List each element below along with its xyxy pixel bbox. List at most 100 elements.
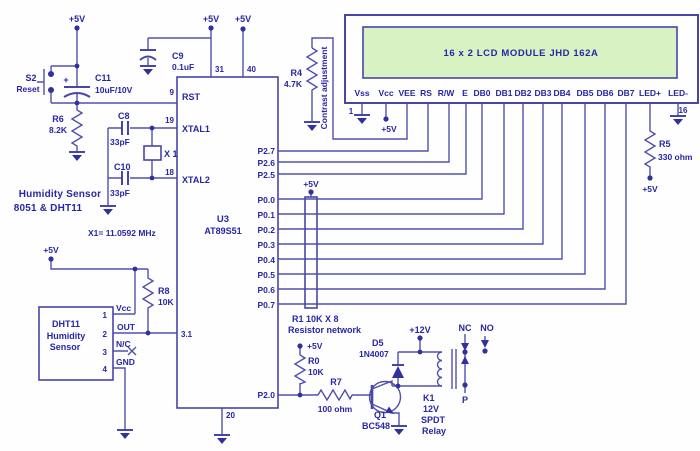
pin-p2-7: P2.7 (258, 146, 276, 156)
d5-part: 1N4007 (359, 349, 389, 359)
mcu-u3: U3 AT89S51 9 RST 19 XTAL1 18 XTAL2 31 40… (165, 65, 279, 420)
relay-no-contact (482, 348, 488, 354)
mcu-body (176, 76, 279, 409)
lcd-screen (362, 26, 678, 79)
pin-p0-1: P0.1 (258, 210, 276, 220)
wire-p20-net (278, 348, 372, 396)
r7-ref: R7 (330, 377, 342, 387)
lcd-pin-db5: DB5 (576, 88, 593, 98)
pin-xtal2: XTAL2 (182, 175, 210, 185)
switch-contact (48, 87, 54, 93)
dht11-pin-out: OUT (117, 322, 136, 332)
c9-ref: C9 (172, 51, 184, 61)
resistor-r4-symbol (305, 47, 319, 122)
r4-ref: R4 (290, 68, 302, 78)
ground-icon (100, 205, 116, 215)
lcd-outline (344, 14, 699, 104)
relay-no-label: NO (480, 323, 494, 333)
p5v-label: +5V (69, 14, 85, 24)
pin-xtal1: XTAL1 (182, 124, 210, 134)
wire-reset-net (50, 28, 177, 104)
emitter-arrowhead (385, 406, 394, 414)
wire-dht11-net (50, 259, 177, 430)
wire-relay-net (392, 338, 442, 387)
p12v-label: +12V (409, 325, 430, 335)
lcd-pin-e: E (462, 88, 468, 98)
pin-num-40: 40 (247, 65, 256, 74)
r8-ref: R8 (158, 286, 170, 296)
mcu-part: AT89S51 (204, 226, 241, 236)
pin-num-31: 31 (215, 65, 224, 74)
s2-label: Reset (16, 84, 39, 94)
s2-ref: S2 (25, 73, 36, 83)
r6-ref: R6 (52, 114, 64, 124)
pin-num-19: 19 (165, 116, 174, 125)
capacitor-c9-symbol (139, 49, 157, 61)
c8-ref: C8 (118, 111, 130, 121)
pin-p0-6: P0.6 (258, 285, 276, 295)
nc-arrowhead (461, 343, 469, 351)
dot (417, 335, 423, 341)
dht11-pin-num-1: 1 (103, 311, 108, 320)
pin-num-9: 9 (170, 88, 175, 97)
pin-3-1: 3.1 (181, 330, 193, 339)
dot (208, 25, 214, 31)
mcu-ref: U3 (217, 214, 229, 225)
lcd-pin-db4: DB4 (553, 88, 570, 98)
pin-num-20: 20 (226, 411, 235, 420)
pin-p0-3: P0.3 (258, 240, 276, 250)
caption-line1: Humidity Sensor (19, 189, 101, 200)
lcd-pin-ledm: LED- (668, 88, 688, 98)
lcd-pin-vee: VEE (398, 88, 415, 98)
wire-c9-net (147, 28, 212, 77)
resistor-network-r1 (304, 196, 318, 309)
ground-icon (391, 425, 407, 435)
dot (647, 175, 653, 181)
p5v-label: +5V (642, 184, 658, 194)
relay-coil-symbol (436, 351, 443, 387)
pin-p2-5: P2.5 (258, 170, 276, 180)
resistor-r7-symbol (317, 388, 353, 402)
capacitor-c11-symbol (63, 86, 91, 98)
c11-ref: C11 (95, 73, 111, 83)
ground-icon (140, 65, 156, 75)
component-labels: +5V +5V +5V S2 Reset + C11 10uF/10V C9 0… (14, 14, 693, 436)
pin-p0-7: P0.7 (258, 300, 276, 310)
resistor-r8-symbol (141, 269, 155, 333)
dht11-line1: DHT11 (52, 319, 80, 329)
r6-value: 8.2K (49, 125, 68, 135)
switch-s2-symbol (37, 69, 45, 95)
r1-ref: R1 10K X 8 (292, 314, 339, 324)
lcd-pin-db3: DB3 (534, 88, 551, 98)
resistor-r6-symbol (70, 103, 84, 152)
dht11-pin-gnd: GND (116, 357, 135, 367)
dht11-sensor: DHT11 Humidity Sensor 1 2 3 4 Vcc OUT N/… (38, 303, 136, 381)
dht11-pin-num-3: 3 (103, 348, 108, 357)
dot (297, 392, 303, 398)
no-arrowhead (481, 340, 489, 348)
relay-pole-contact (462, 382, 468, 388)
q1-ref: Q1 (374, 410, 386, 420)
resistor-r5-symbol (643, 103, 657, 176)
ground-icon (304, 121, 320, 131)
x1-ref: X 1 (164, 149, 178, 159)
ground-icon (670, 115, 686, 125)
ground-icon (117, 429, 133, 439)
transistor-q1-symbol (368, 380, 402, 414)
lcd-pin16-num: 16 (679, 106, 688, 115)
r5-ref: R5 (659, 139, 671, 149)
r4-value: 4.7K (284, 79, 303, 89)
r7-value: 100 ohm (318, 404, 353, 414)
r1-note: Resistor network (288, 325, 362, 335)
lcd-pin-db1: DB1 (495, 88, 512, 98)
xtal-frequency: X1= 11.0592 MHz (88, 228, 156, 238)
dht11-line3: Sensor (50, 342, 81, 352)
nc-x-marker (127, 346, 137, 356)
lcd-title: 16 x 2 LCD MODULE JHD 162A (444, 48, 599, 59)
lcd-pin-db6: DB6 (596, 88, 613, 98)
ground-icon (69, 151, 85, 161)
transistor-q1-collector (371, 379, 393, 390)
dot (383, 116, 389, 122)
lcd-module: 16 x 2 LCD MODULE JHD 162A Vss Vcc VEE R… (344, 14, 699, 116)
r5-value: 330 ohm (658, 152, 693, 162)
